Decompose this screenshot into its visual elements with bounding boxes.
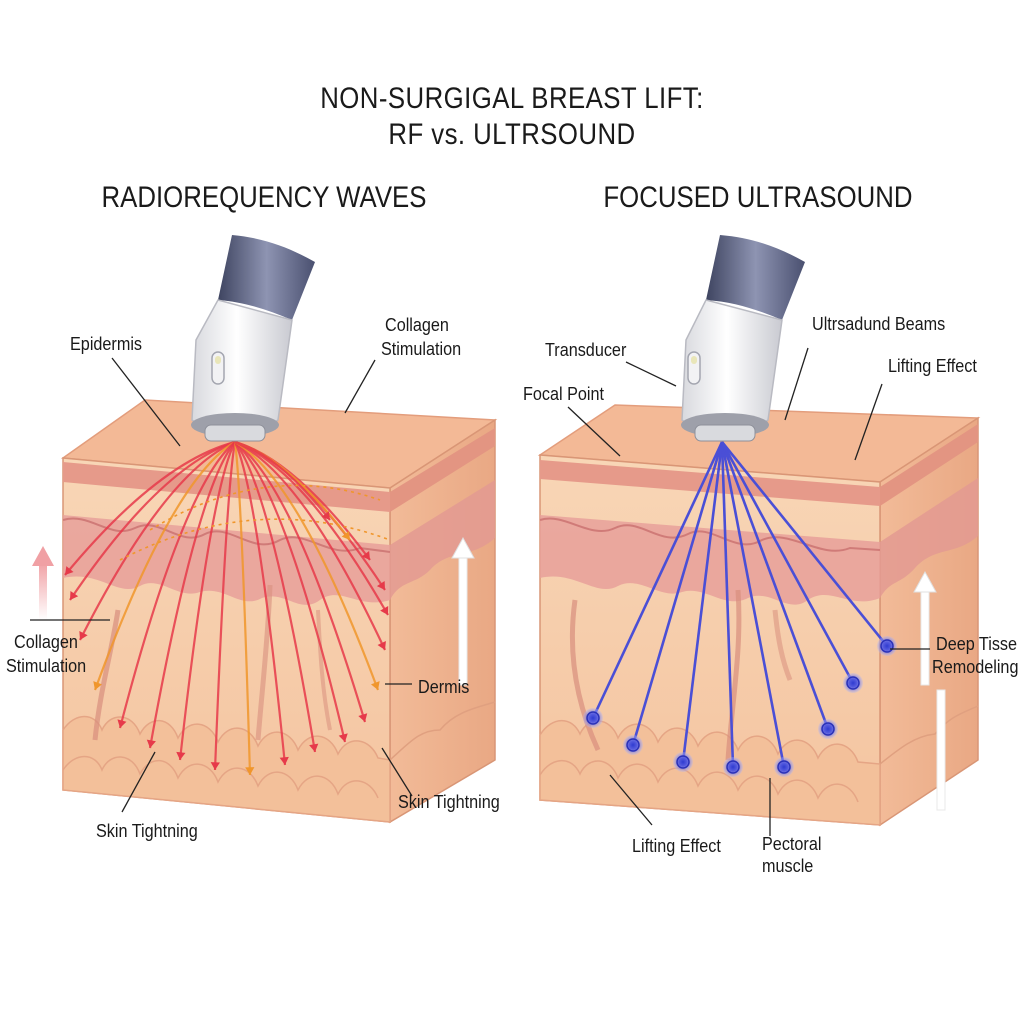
rf-wave [93, 441, 236, 691]
focal-point-ring [880, 639, 894, 653]
rf-wave-arrowhead [358, 713, 368, 722]
focal-point-ring [586, 711, 600, 725]
label-lifting-effect-top: Lifting Effect [888, 356, 977, 376]
ultrasound-beam [720, 441, 830, 730]
rf-wave-group [64, 440, 391, 776]
rf-wave [234, 441, 367, 723]
diagram-title-line2: RF vs. ULTRSOUND [388, 118, 636, 151]
label-collagen-side-2: Stimulation [6, 656, 87, 676]
label-transducer: Transducer [545, 340, 627, 360]
rf-wave-arrowhead [321, 511, 330, 520]
ultrasound-beam [681, 441, 724, 763]
rf-wave [234, 441, 347, 743]
focal-point-ring [676, 755, 690, 769]
rf-wave-arrowhead [376, 581, 385, 590]
rf-dermis-band [63, 515, 390, 605]
label-collagen-top-1: Collagen [385, 315, 449, 335]
focal-point-marker [583, 708, 603, 728]
rf-skin-block [60, 399, 498, 824]
rf-wave [79, 440, 236, 641]
rf-wave-arrowhead [176, 751, 186, 760]
focal-point-ring [777, 760, 791, 774]
focal-point-ring [726, 760, 740, 774]
rf-wave [234, 441, 287, 766]
rf-heat-arc [149, 484, 381, 531]
label-collagen-top-2: Stimulation [381, 339, 462, 359]
focal-point-marker [877, 636, 897, 656]
rf-wave [64, 440, 236, 576]
label-epidermis: Epidermis [70, 334, 143, 354]
rf-wave-arrowhead [361, 551, 370, 560]
focal-point-marker [673, 752, 693, 772]
label-dermis: Dermis [418, 677, 470, 697]
rf-wave-arrowhead [146, 739, 156, 748]
ultrasound-beam [720, 441, 889, 647]
ultrasound-beam [631, 441, 724, 746]
rf-wave-arrowhead [93, 681, 103, 690]
focal-point-marker [843, 673, 863, 693]
label-collagen-side-1: Collagen [14, 632, 78, 652]
rf-wave [234, 440, 331, 521]
rf-wave-arrowhead [79, 631, 88, 640]
rf-panel-heading: RADIOREQUENCY WAVES [101, 181, 427, 214]
focal-point-marker [774, 757, 794, 777]
ultrasound-beam [591, 441, 724, 719]
rf-wave [234, 441, 380, 691]
focal-point-ring [821, 722, 835, 736]
label-deep-tissue-1: Deep Tisse [936, 634, 1018, 654]
label-skin-tightening-right: Skin Tightning [398, 792, 500, 812]
lift-arrow-us-right-icon [936, 689, 946, 811]
label-skin-tightening-bottom: Skin Tightning [96, 821, 198, 841]
focal-point-ring [846, 676, 860, 690]
focal-point-marker [818, 719, 838, 739]
us-panel-heading: FOCUSED ULTRASOUND [603, 181, 913, 214]
lift-arrow-left-icon [32, 546, 54, 620]
focal-point-ring [626, 738, 640, 752]
rf-wave-arrowhead [279, 756, 289, 765]
rf-device-icon [191, 235, 315, 442]
leader-lines [30, 347, 930, 836]
rf-wave-arrowhead [70, 591, 79, 600]
rf-wave-arrowhead [309, 743, 319, 752]
lift-arrow-us-left-icon [913, 570, 937, 686]
rf-wave-arrowhead [210, 762, 220, 770]
lift-arrow-right-icon [451, 536, 475, 686]
ultrasound-beam [720, 441, 735, 768]
rf-wave [213, 441, 237, 771]
rf-wave-arrowhead [377, 641, 386, 650]
rf-wave [234, 441, 317, 753]
rf-wave-arrowhead [370, 681, 380, 690]
rf-heat-arc [119, 518, 391, 561]
rf-wave-arrowhead [338, 733, 348, 742]
rf-wave [234, 441, 386, 651]
ultrasound-skin-block [537, 404, 981, 827]
label-focal-point: Focal Point [523, 384, 605, 404]
label-ultrasound-beams: Ultrsadund Beams [812, 314, 946, 334]
rf-wave-arrowhead [245, 767, 255, 775]
rf-fat-lobules [62, 715, 391, 823]
label-pectoral-2: muscle [762, 856, 814, 876]
rf-wave [178, 441, 236, 761]
rf-wave [233, 441, 252, 776]
rf-wave [148, 441, 236, 749]
diagram-title-line1: NON-SURGIGAL BREAST LIFT: [320, 82, 704, 115]
label-deep-tissue-2: Remodeling [932, 657, 1019, 677]
focal-point-marker [623, 735, 643, 755]
rf-wave-arrowhead [117, 719, 127, 728]
rf-wave-arrowhead [341, 531, 350, 540]
ultrasound-beam-group [583, 441, 897, 777]
ultrasound-beam [720, 441, 786, 768]
ultrasound-beam [720, 441, 855, 684]
rf-block-side-face [389, 418, 496, 824]
rf-wave-arrowhead [380, 606, 389, 615]
transducer-device-icon [681, 235, 805, 442]
label-lifting-effect-bottom: Lifting Effect [632, 836, 721, 856]
rf-wave [69, 440, 236, 601]
rf-wave-arrowhead [65, 566, 74, 575]
us-dermis-band [540, 515, 880, 605]
focal-point-marker [723, 757, 743, 777]
label-pectoral-1: Pectoral [762, 834, 822, 854]
